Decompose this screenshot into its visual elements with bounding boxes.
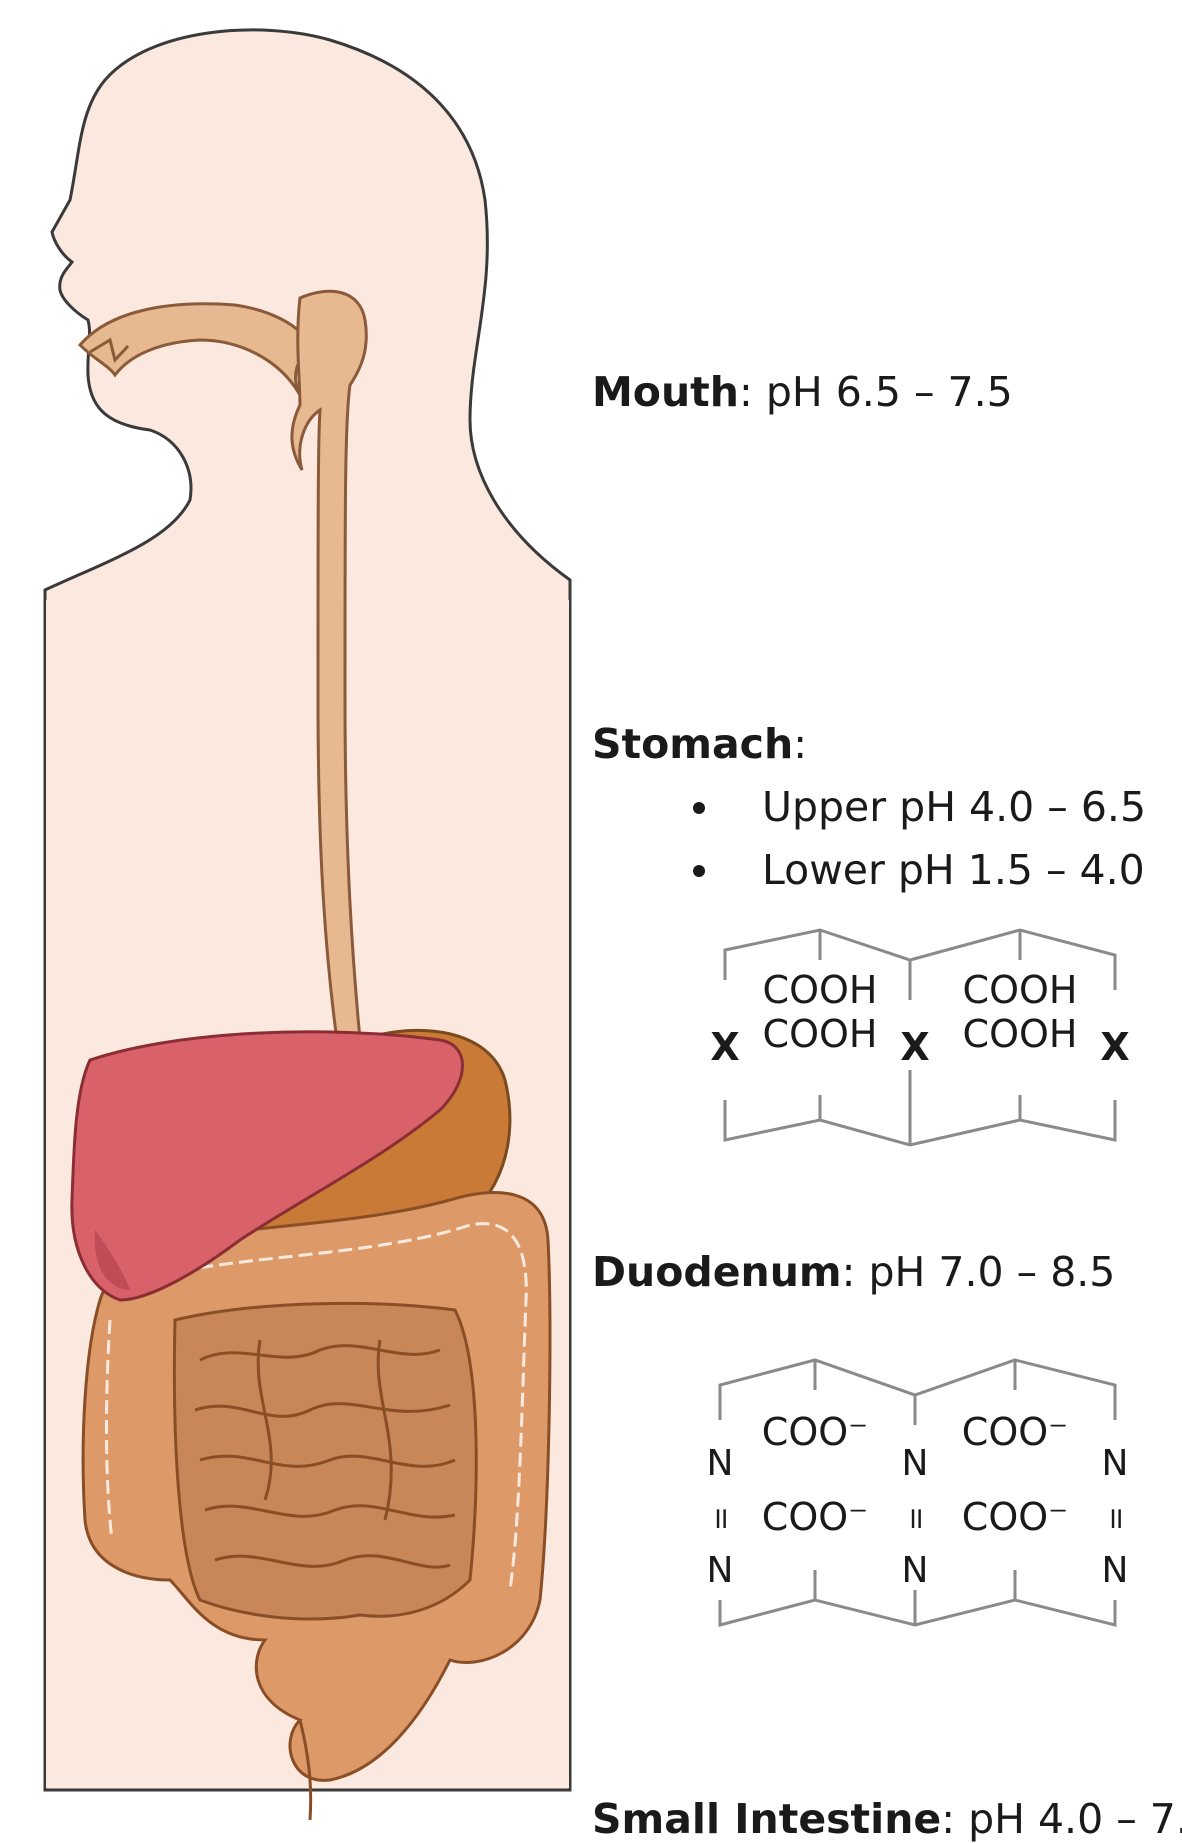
acid-group: COOH	[763, 1012, 878, 1056]
duodenum-label: Duodenum: pH 7.0 – 8.5	[592, 1248, 1115, 1296]
crosslink-x: X	[1100, 1025, 1129, 1069]
linker-n: N	[707, 1550, 734, 1591]
stomach-lower-ph: Lower pH 1.5 – 4.0	[762, 846, 1145, 894]
base-polymer-diagram: COO⁻ COO⁻ COO⁻ COO⁻ N ॥ N N ॥ N N ॥ N	[690, 1345, 1150, 1635]
linker-n: N	[902, 1443, 929, 1484]
linker-double-bond: ॥	[906, 1501, 924, 1536]
small-intestine-sep: :	[941, 1795, 955, 1843]
stomach-label: Stomach:	[592, 720, 807, 768]
crosslink-x: X	[900, 1025, 929, 1069]
carboxylate-group: COO⁻	[962, 1495, 1068, 1539]
small-intestine-ph: pH 4.0 – 7.0	[968, 1795, 1182, 1843]
acid-polymer-diagram: COOH COOH COOH COOH X X X	[700, 925, 1150, 1155]
linker-double-bond: ॥	[1106, 1501, 1124, 1536]
acid-group: COOH	[963, 968, 1078, 1012]
bullet-icon	[693, 865, 705, 877]
stomach-sep: :	[793, 720, 807, 768]
mouth-label: Mouth: pH 6.5 – 7.5	[592, 368, 1013, 416]
carboxylate-group: COO⁻	[762, 1410, 868, 1454]
carboxylate-group: COO⁻	[762, 1495, 868, 1539]
digestive-system-illustration	[0, 0, 600, 1838]
mouth-sep: :	[739, 368, 753, 416]
linker-n: N	[902, 1550, 929, 1591]
duodenum-name: Duodenum	[592, 1248, 842, 1296]
bullet-icon	[693, 802, 705, 814]
mouth-name: Mouth	[592, 368, 739, 416]
linker-n: N	[1102, 1550, 1129, 1591]
carboxylate-group: COO⁻	[962, 1410, 1068, 1454]
small-intestine-name: Small Intestine	[592, 1795, 941, 1843]
linker-double-bond: ॥	[711, 1501, 729, 1536]
crosslink-x: X	[710, 1025, 739, 1069]
duodenum-ph: pH 7.0 – 8.5	[869, 1248, 1116, 1296]
small-intestine-label: Small Intestine: pH 4.0 – 7.0	[592, 1795, 1182, 1843]
linker-n: N	[707, 1443, 734, 1484]
duodenum-sep: :	[842, 1248, 856, 1296]
mouth-ph: pH 6.5 – 7.5	[766, 368, 1013, 416]
acid-group: COOH	[963, 1012, 1078, 1056]
stomach-name: Stomach	[592, 720, 793, 768]
linker-n: N	[1102, 1443, 1129, 1484]
stomach-upper-ph: Upper pH 4.0 – 6.5	[762, 783, 1146, 831]
acid-group: COOH	[763, 968, 878, 1012]
